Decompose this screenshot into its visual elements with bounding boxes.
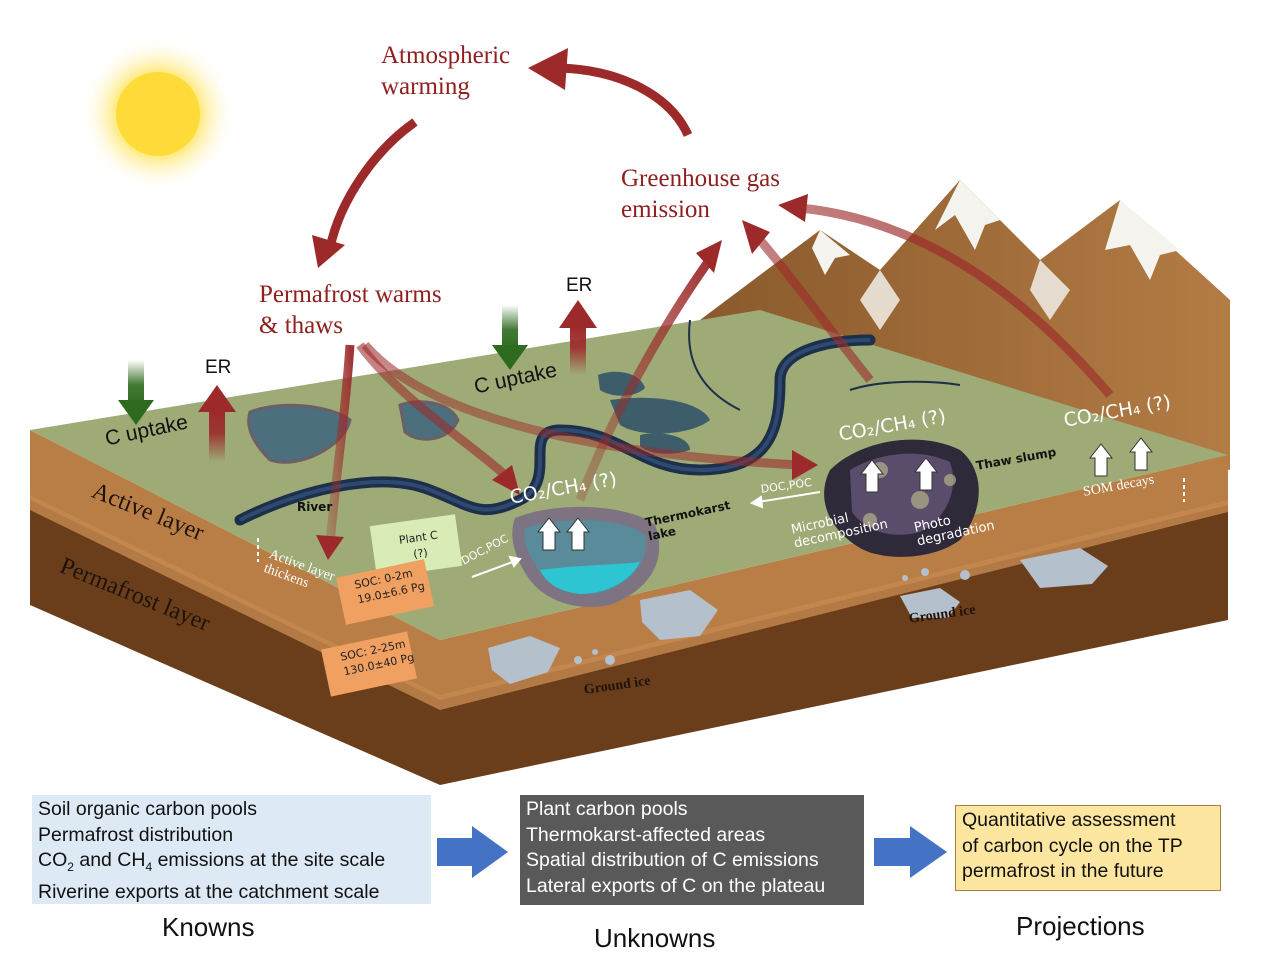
greenhouse-gas-label: Greenhouse gas emission [621,163,780,225]
dashed-down-arrows [257,478,1185,562]
co2-up-arrows [536,437,1154,551]
knowns-item: Riverine exports at the catchment scale [38,881,380,904]
plant-c-label: Plant C (?) [398,528,441,565]
greenhouse-line2: emission [621,196,710,223]
permafrost-warms-label: Permafrost warms & thaws [259,279,442,341]
ponds [247,371,710,464]
knowns-item: Soil organic carbon pools [38,798,257,820]
unknowns-caption: Unknowns [594,923,716,953]
c-uptake-arrows [118,305,528,425]
unknowns-item: Thermokarst-affected areas [526,823,766,846]
unknowns-item: Lateral exports of C on the plateau [526,874,826,897]
ground-ice [488,548,1108,684]
projections-item: permafrost in the future [962,860,1164,882]
unknowns-item: Plant carbon pools [526,798,688,820]
knowns-item: CO2 and CH4 emissions at the site scale [38,849,386,874]
active-layer [30,430,1228,700]
permafrost-layer [30,482,1228,785]
knowns-box: Soil organic carbon pools Permafrost dis… [32,795,431,904]
projections-item: of carbon cycle on the TP [962,834,1183,857]
river-label: River [297,500,333,514]
soc-deep-box [320,631,418,697]
soc-top-box [335,559,435,625]
projections-item: Quantitative assessment [962,809,1176,831]
er-arrows [198,300,597,462]
atmospheric-line2: warming [381,73,470,100]
doc-poc-arrows [471,491,821,578]
greenhouse-line1: Greenhouse gas [621,165,780,192]
flow-arrows [437,826,947,878]
unknowns-item: Spatial distribution of C emissions [526,849,819,871]
arrow-heads [312,48,818,560]
atmospheric-warming-label: Atmospheric warming [381,40,510,102]
mountains [700,180,1230,470]
feedback-arrows [325,63,1114,546]
er-label-left: ER [205,357,232,378]
knowns-caption: Knowns [162,912,255,942]
er-label-right: ER [566,275,593,296]
permafrost-warms-line2: & thaws [259,312,344,339]
sun-core [116,72,200,156]
permafrost-warms-line1: Permafrost warms [259,281,442,308]
plant-c-box [369,514,463,578]
unknowns-box: Plant carbon pools Thermokarst-affected … [520,795,864,905]
atmospheric-line1: Atmospheric [381,42,511,69]
projections-caption: Projections [1016,911,1145,941]
projections-box: Quantitative assessment of carbon cycle … [955,805,1221,891]
knowns-item: Permafrost distribution [38,823,234,846]
